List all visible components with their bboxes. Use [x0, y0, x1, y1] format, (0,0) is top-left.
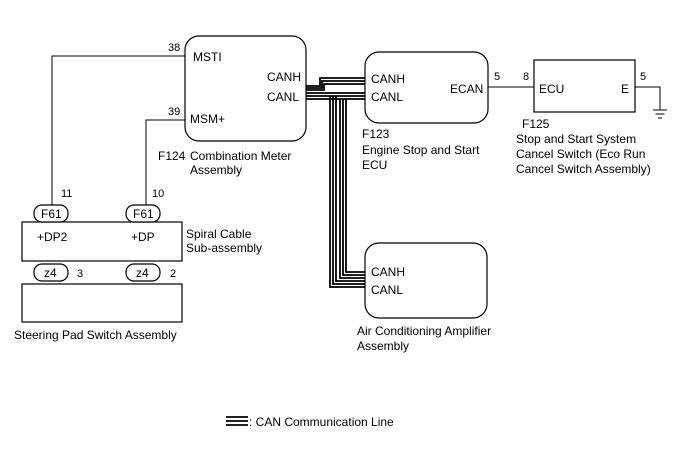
switch-pin-e-label: E: [621, 82, 629, 96]
meter-pin-38-number: 38: [168, 42, 180, 54]
cancel-switch-box: [533, 59, 636, 113]
steering-pad-name: Steering Pad Switch Assembly: [14, 328, 177, 342]
connector-z4-right: [125, 263, 161, 282]
wire-pin-11-number: 11: [61, 188, 72, 200]
spiral-cable-box: [21, 221, 183, 262]
connector-f61-left-label: F61: [41, 207, 62, 221]
meter-pin-canh-label: CANH: [267, 70, 301, 84]
spiral-pin-dp-label: +DP: [131, 230, 155, 244]
meter-name-line1: Combination Meter: [190, 149, 291, 163]
ac-amplifier-box: [364, 242, 488, 319]
switch-pin-ecu-label: ECU: [539, 82, 564, 96]
spiral-name-line1: Spiral Cable: [186, 227, 252, 241]
switch-name-line3: Cancel Switch Assembly): [516, 162, 651, 176]
connector-z4-left: [33, 263, 69, 282]
ecu-pin-canh-label: CANH: [371, 72, 405, 86]
ecu-pin-5-number: 5: [494, 71, 500, 83]
ac-name-line2: Assembly: [357, 339, 409, 353]
ecu-name-line2: ECU: [362, 158, 387, 172]
msti-wire: [51, 55, 185, 205]
meter-connector-code: F124: [158, 149, 186, 163]
steering-pad-box: [21, 283, 183, 323]
meter-pin-msm-label: MSM+: [190, 112, 225, 126]
switch-connector-code: F125: [522, 117, 550, 131]
ecu-pin-ecan-label: ECAN: [450, 82, 483, 96]
msm-wire: [145, 119, 185, 205]
can-bus-lines: [306, 77, 365, 288]
connector-f61-right-label: F61: [133, 207, 154, 221]
switch-name-line1: Stop and Start System: [516, 132, 636, 146]
connector-f61-right: [125, 204, 161, 223]
connector-z4-right-label: z4: [136, 266, 149, 280]
spiral-pin-dp2-label: +DP2: [37, 230, 68, 244]
meter-name-line2: Assembly: [190, 163, 242, 177]
meter-pin-39-number: 39: [168, 106, 180, 118]
connector-f61-left: [33, 204, 69, 223]
legend-can-line-text: : CAN Communication Line: [249, 415, 394, 429]
connector-z4-left-label: z4: [44, 266, 57, 280]
ecu-name-line1: Engine Stop and Start: [362, 143, 480, 157]
switch-pin-5-number: 5: [640, 71, 646, 83]
wire-pin-10-number: 10: [152, 188, 164, 200]
connector-z4-left-pin: 3: [77, 268, 83, 280]
switch-pin-8-number: 8: [523, 71, 529, 83]
ground-icon: [635, 86, 667, 119]
meter-pin-msti-label: MSTI: [193, 50, 222, 64]
ac-pin-canh-label: CANH: [371, 265, 405, 279]
ecu-connector-code: F123: [362, 127, 390, 141]
switch-name-line2: Cancel Switch (Eco Run: [516, 147, 645, 161]
spiral-name-line2: Sub-assembly: [186, 241, 262, 255]
ac-pin-canl-label: CANL: [371, 283, 403, 297]
ac-name-line1: Air Conditioning Amplifier: [357, 324, 491, 338]
ecu-pin-canl-label: CANL: [371, 90, 403, 104]
meter-pin-canl-label: CANL: [267, 90, 299, 104]
can-line-legend-icon: [226, 416, 248, 426]
connector-z4-right-pin: 2: [170, 268, 176, 280]
